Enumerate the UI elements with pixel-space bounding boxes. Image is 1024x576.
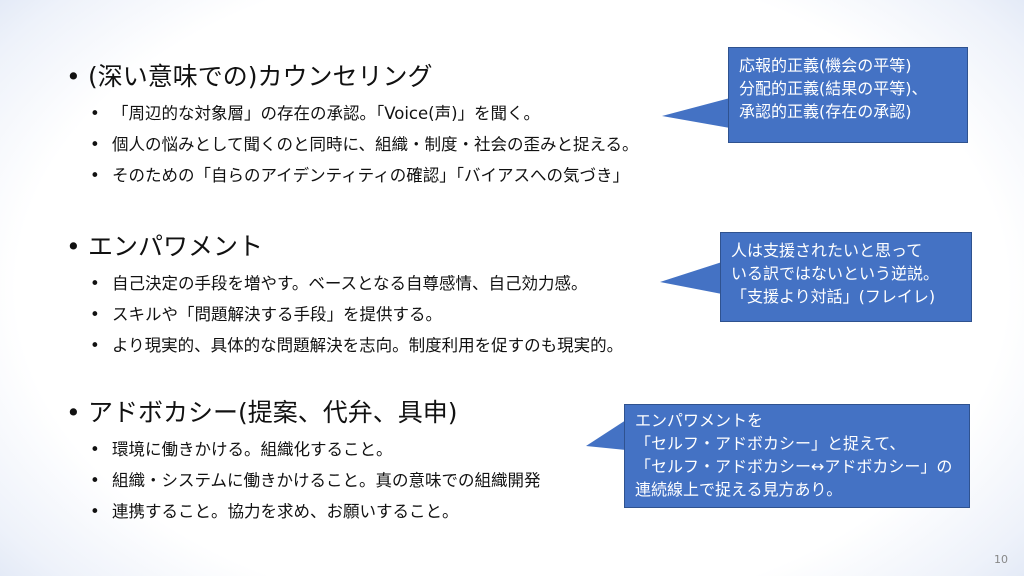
bullet-icon: • — [66, 62, 81, 91]
callout-line: 承認的正義(存在の承認) — [739, 102, 912, 121]
callout-line: 連続線上で捉える見方あり。 — [635, 480, 843, 499]
callout-dialogue: 人は支援されたいと思って いる訳ではないという逆説。 「支援より対話」(フレイレ… — [720, 232, 972, 322]
section-counseling: • (深い意味での)カウンセリング 「周辺的な対象層」の存在の承認。「Voice… — [66, 60, 639, 191]
bullet-list: 「周辺的な対象層」の存在の承認。「Voice(声)」を聞く。 個人の悩みとして聞… — [66, 98, 639, 191]
callout-line: エンパワメントを — [635, 411, 764, 430]
callout-line: 人は支援されたいと思って — [731, 241, 923, 260]
list-item: より現実的、具体的な問題解決を志向。制度利用を促すのも現実的。 — [90, 330, 623, 361]
list-item: 組織・システムに働きかけること。真の意味での組織開発 — [90, 465, 540, 496]
callout-line: 応報的正義(機会の平等) — [739, 56, 912, 75]
callout-line: 「セルフ・アドボカシー」と捉えて、 — [635, 434, 906, 453]
section-advocacy: • アドボカシー(提案、代弁、具申) 環境に働きかける。組織化すること。 組織・… — [66, 396, 541, 527]
list-item: 「周辺的な対象層」の存在の承認。「Voice(声)」を聞く。 — [90, 98, 639, 129]
bullet-list: 環境に働きかける。組織化すること。 組織・システムに働きかけること。真の意味での… — [66, 434, 541, 527]
list-item: 自己決定の手段を増やす。ベースとなる自尊感情、自己効力感。 — [90, 268, 623, 299]
callout-justice: 応報的正義(機会の平等) 分配的正義(結果の平等)、 承認的正義(存在の承認) — [728, 47, 968, 143]
heading-text: エンパワメント — [88, 232, 264, 261]
callout-line: 分配的正義(結果の平等)、 — [739, 79, 928, 98]
section-heading: • エンパワメント — [66, 230, 623, 264]
heading-text: アドボカシー(提案、代弁、具申) — [88, 398, 458, 427]
callout-line: いる訳ではないという逆説。 — [731, 264, 940, 283]
section-empowerment: • エンパワメント 自己決定の手段を増やす。ベースとなる自尊感情、自己効力感。 … — [66, 230, 623, 361]
heading-text: (深い意味での)カウンセリング — [88, 62, 433, 91]
list-item: そのための「自らのアイデンティティの確認」「バイアスへの気づき」 — [90, 160, 639, 191]
section-heading: • アドボカシー(提案、代弁、具申) — [66, 396, 541, 430]
page-number: 10 — [994, 553, 1008, 566]
list-item: 環境に働きかける。組織化すること。 — [90, 434, 541, 465]
list-item: スキルや「問題解決する手段」を提供する。 — [90, 299, 623, 330]
callout-line: 「セルフ・アドボカシー↔アドボカシー」の — [635, 457, 953, 476]
callout-self-advocacy: エンパワメントを 「セルフ・アドボカシー」と捉えて、 「セルフ・アドボカシー↔ア… — [624, 404, 970, 508]
callout-2-pointer — [660, 262, 722, 294]
callout-line: 「支援より対話」(フレイレ) — [731, 287, 936, 306]
bullet-icon: • — [66, 398, 81, 427]
list-item: 連携すること。協力を求め、お願いすること。 — [90, 496, 541, 527]
list-item: 個人の悩みとして聞くのと同時に、組織・制度・社会の歪みと捉える。 — [90, 129, 638, 160]
bullet-icon: • — [66, 232, 81, 261]
section-heading: • (深い意味での)カウンセリング — [66, 60, 639, 94]
callout-1-pointer — [662, 98, 730, 128]
callout-3-pointer — [586, 420, 626, 450]
bullet-list: 自己決定の手段を増やす。ベースとなる自尊感情、自己効力感。 スキルや「問題解決す… — [66, 268, 623, 361]
